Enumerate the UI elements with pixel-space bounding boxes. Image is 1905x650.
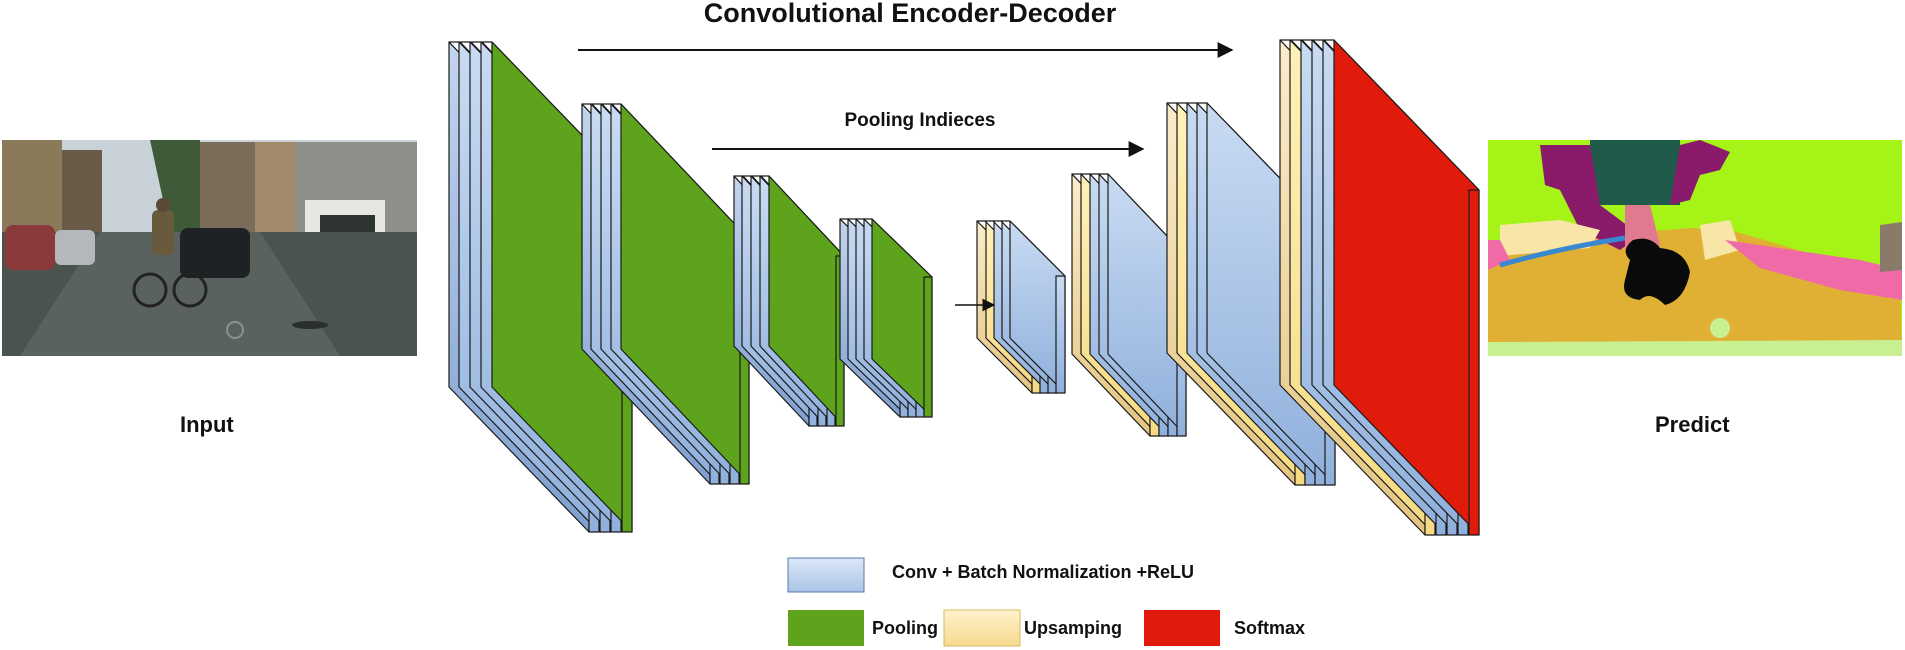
legend-softmax-label: Softmax bbox=[1234, 618, 1306, 638]
legend-pooling-label: Pooling bbox=[872, 618, 938, 638]
predict-segmentation bbox=[1488, 140, 1902, 356]
input-image bbox=[2, 140, 417, 356]
pooling-indices-label: Pooling Indieces bbox=[844, 110, 996, 131]
legend-softmax-swatch bbox=[1144, 610, 1220, 646]
legend-conv-label: Conv + Batch Normalization +ReLU bbox=[892, 562, 1195, 582]
predict-label: Predict bbox=[1655, 412, 1730, 437]
dec-block-1-slab-4-edge bbox=[1055, 275, 1066, 394]
legend-upsampling-swatch bbox=[943, 609, 1021, 647]
legend-conv-swatch bbox=[787, 557, 865, 593]
enc-block-4-slab-4-edge bbox=[923, 276, 933, 418]
network-layers bbox=[448, 39, 1480, 536]
dec-block-4-slab-5-edge bbox=[1468, 189, 1480, 536]
legend-pooling-swatch bbox=[788, 610, 864, 646]
input-label: Input bbox=[180, 412, 234, 437]
legend-upsampling-label: Upsamping bbox=[1024, 618, 1123, 638]
diagram-title: Convolutional Encoder-Decoder bbox=[703, 0, 1117, 28]
